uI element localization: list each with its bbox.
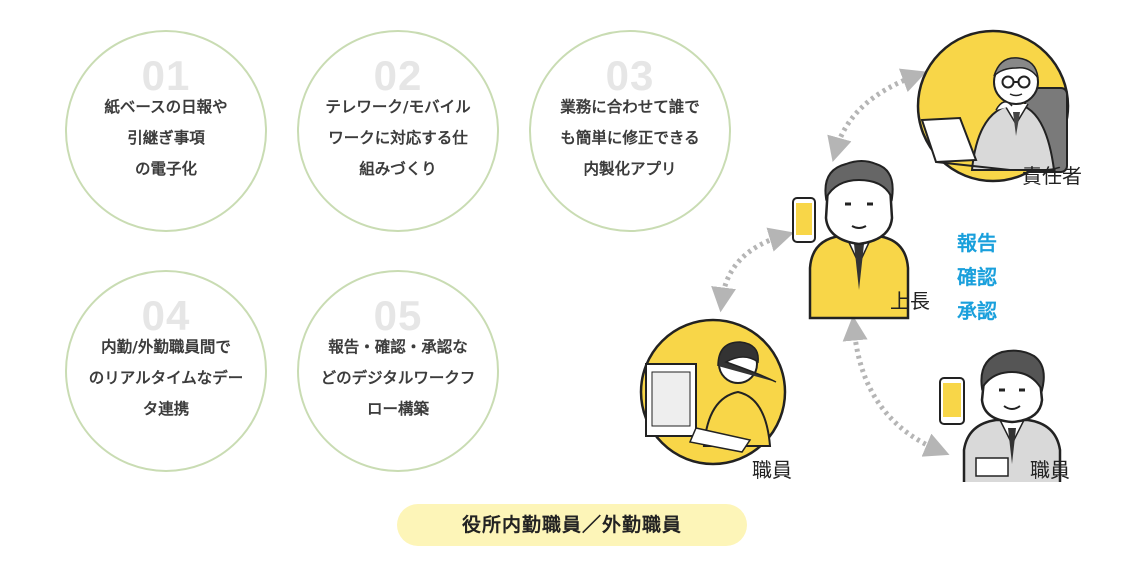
feature-line: 引継ぎ事項: [127, 129, 205, 147]
feature-number: 01: [141, 52, 191, 99]
inside-staff-illustration: [639, 318, 787, 466]
feature-line: ロー構築: [366, 400, 429, 418]
arrow-boss-staff: [842, 315, 950, 457]
role-label-staff-inside: 職員: [752, 458, 792, 482]
feature-text: 内勤/外勤職員間で のリアルタイムなデー タ連携: [81, 332, 251, 425]
feature-number: 03: [605, 52, 655, 99]
workflow-illustration: [639, 29, 1070, 482]
feature-line: の電子化: [134, 160, 197, 178]
target-users-label: 役所内勤職員／外勤職員: [397, 504, 747, 546]
feature-text: テレワーク/モバイル ワークに対応する仕 組みづくり: [313, 92, 483, 185]
action-confirm: 確認: [957, 265, 997, 289]
feature-line: 組みづくり: [359, 160, 437, 178]
feature-line: 業務に合わせて誰で: [560, 98, 700, 116]
feature-line: タ連携: [142, 400, 190, 418]
feature-line: のリアルタイムなデー: [88, 369, 244, 387]
responsible-person-illustration: [916, 29, 1070, 183]
outside-staff-illustration: [939, 349, 1062, 482]
boss-illustration: [792, 160, 910, 320]
feature-number: 04: [141, 292, 191, 339]
feature-line: ワークに対応する仕: [328, 129, 468, 147]
feature-circle-04: 04 内勤/外勤職員間で のリアルタイムなデー タ連携: [65, 270, 267, 472]
feature-line: 報告・確認・承認な: [328, 338, 468, 356]
feature-line: も簡単に修正できる: [560, 129, 700, 147]
arrow-staff-boss: [711, 227, 794, 313]
feature-text: 紙ベースの日報や 引継ぎ事項 の電子化: [81, 92, 251, 185]
feature-circle-05: 05 報告・確認・承認な どのデジタルワークフ ロー構築: [297, 270, 499, 472]
action-report: 報告: [957, 231, 997, 255]
feature-text: 業務に合わせて誰で も簡単に修正できる 内製化アプリ: [545, 92, 715, 185]
feature-line: 内勤/外勤職員間で: [101, 338, 231, 356]
arrow-boss-responsible: [827, 68, 927, 163]
workflow-actions: 報告 確認 承認: [957, 226, 1007, 328]
role-label-boss: 上長: [890, 289, 930, 313]
feature-circle-02: 02 テレワーク/モバイル ワークに対応する仕 組みづくり: [297, 30, 499, 232]
feature-line: 内製化アプリ: [583, 160, 677, 178]
feature-number: 05: [373, 292, 423, 339]
feature-line: 紙ベースの日報や: [104, 98, 228, 116]
feature-line: どのデジタルワークフ: [320, 369, 476, 387]
role-label-staff-outside: 職員: [1030, 458, 1070, 482]
action-approve: 承認: [957, 299, 997, 323]
feature-circle-01: 01 紙ベースの日報や 引継ぎ事項 の電子化: [65, 30, 267, 232]
feature-text: 報告・確認・承認な どのデジタルワークフ ロー構築: [313, 332, 483, 425]
feature-line: テレワーク/モバイル: [325, 98, 471, 116]
feature-circle-03: 03 業務に合わせて誰で も簡単に修正できる 内製化アプリ: [529, 30, 731, 232]
role-label-responsible: 責任者: [1022, 164, 1082, 188]
feature-number: 02: [373, 52, 423, 99]
